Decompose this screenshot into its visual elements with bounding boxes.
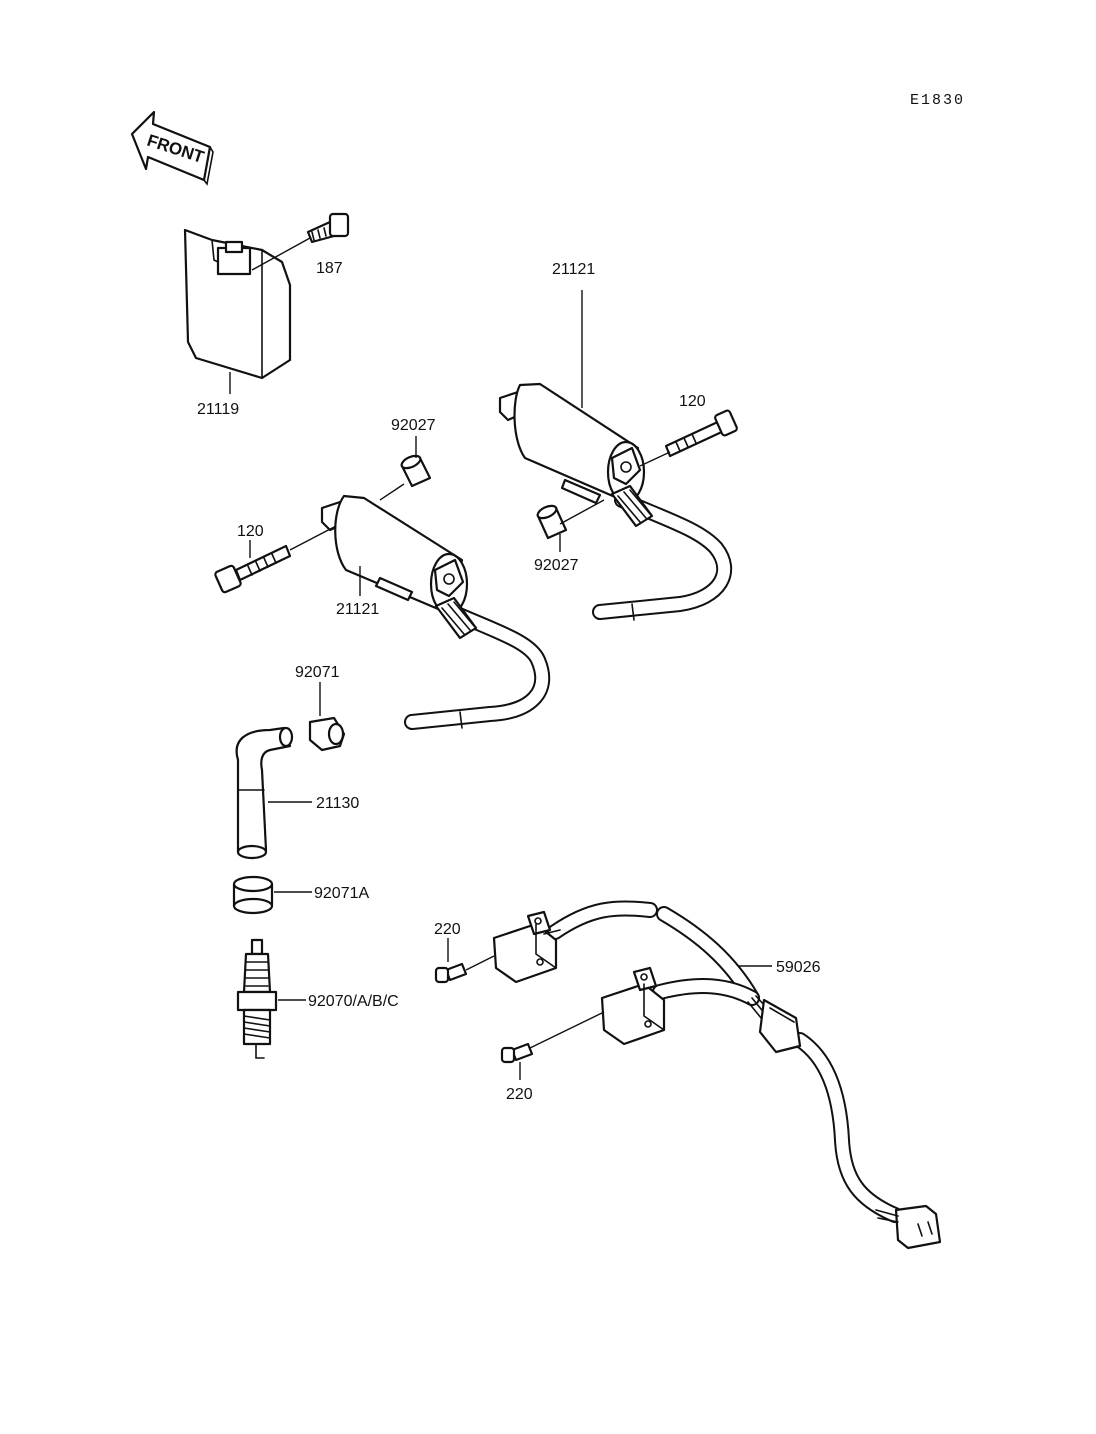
callout-59026: 59026	[776, 959, 821, 976]
callout-187: 187	[316, 260, 343, 277]
igniter-unit	[183, 228, 292, 380]
bolt-187	[306, 212, 350, 244]
leader-120-right	[639, 451, 671, 467]
callout-21130: 21130	[316, 795, 359, 812]
screw-220-upper	[434, 962, 468, 984]
callout-21119: 21119	[197, 401, 239, 418]
pickup-coil-lower	[600, 966, 666, 1046]
ignition-coil-left	[320, 494, 551, 730]
screw-220-lower	[500, 1042, 534, 1064]
cap-92071A	[232, 875, 274, 915]
leader-92027-spacer-left	[379, 483, 405, 501]
front-arrow-icon: FRONT	[130, 110, 214, 186]
callout-120-right: 120	[679, 393, 706, 410]
plug-cap-21130	[235, 726, 294, 860]
callout-92070: 92070/A/B/C	[308, 993, 399, 1010]
pickup-coil-upper	[492, 910, 561, 984]
leader-120-spacer-left	[289, 525, 337, 551]
spacer-92027-right	[536, 504, 568, 540]
callout-120-left: 120	[237, 523, 264, 540]
callout-92071: 92071	[295, 664, 340, 681]
leader-92027-spacer-right	[559, 499, 605, 525]
spacer-92027-left	[400, 454, 432, 488]
ignition-coil-right	[498, 382, 733, 621]
leader-220-lower	[529, 1011, 605, 1049]
callout-21121-right: 21121	[552, 261, 595, 278]
callout-92027-left: 92027	[391, 417, 436, 434]
leader-187	[251, 237, 311, 271]
callout-220-bottom: 220	[506, 1086, 533, 1103]
cap-92071	[308, 716, 346, 752]
callout-220-top: 220	[434, 921, 461, 938]
bolt-120-left	[214, 544, 292, 594]
diagram-code: E1830	[910, 92, 965, 109]
bolt-120-right	[664, 409, 738, 458]
callout-92027-right: 92027	[534, 557, 579, 574]
callout-21121-left: 21121	[336, 601, 379, 618]
leader-220-upper	[465, 955, 495, 971]
pickup-coil-harness	[547, 900, 942, 1250]
callout-92071A: 92071A	[314, 885, 369, 902]
spark-plug-92070	[236, 938, 278, 1059]
